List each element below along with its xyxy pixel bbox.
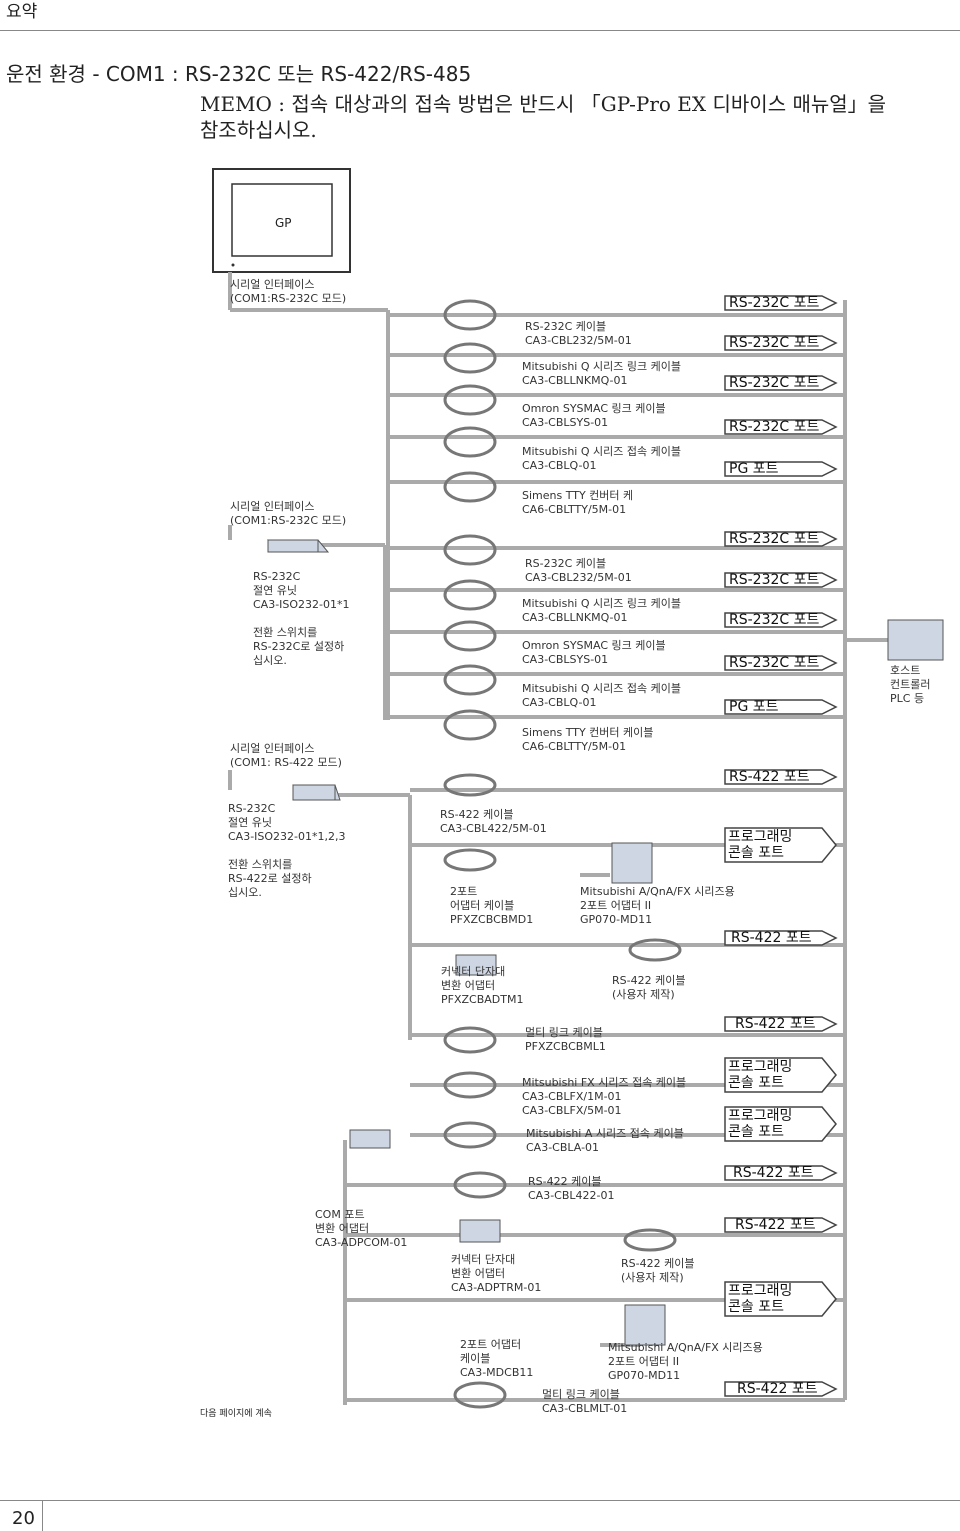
cable-label: 커넥터 단자대 변환 어댑터 PFXZCBADTM1: [441, 965, 524, 1006]
cable-label: 커넥터 단자대 변환 어댑터 CA3-ADPTRM-01: [451, 1253, 542, 1294]
port-label: RS-422 포트: [731, 930, 812, 946]
port-label: RS-232C 포트: [729, 419, 820, 435]
cable-label: Mitsubishi Q 시리즈 접속 케이블 CA3-CBLQ-01: [522, 445, 681, 472]
gp-label: GP: [275, 216, 292, 230]
port-label: PG 포트: [729, 699, 779, 715]
cable-label: Mitsubishi A/QnA/FX 시리즈용 2포트 어댑터 II GP07…: [608, 1341, 763, 1382]
section-title: 요약: [6, 2, 38, 22]
cable-label: RS-232C 케이블 CA3-CBL232/5M-01: [525, 320, 632, 347]
port-label: PG 포트: [729, 461, 779, 477]
cable-label: Simens TTY 컨버터 케이블 CA6-CBLTTY/5M-01: [522, 726, 654, 753]
isolation-unit-label-1: RS-232C 절연 유닛 CA3-ISO232-01*1 전환 스위치를 RS…: [253, 570, 350, 667]
port-label: RS-422 포트: [735, 1016, 816, 1032]
memo-text: MEMO : 접속 대상과의 접속 방법은 반드시 「GP-Pro EX 디바이…: [200, 92, 887, 116]
memo-text-cont: 참조하십시오.: [200, 118, 317, 142]
cable-label: Mitsubishi Q 시리즈 접속 케이블 CA3-CBLQ-01: [522, 682, 681, 709]
operating-environment: 운전 환경 - COM1 : RS-232C 또는 RS-422/RS-485: [6, 62, 472, 86]
serial-interface-label-3: 시리얼 인터페이스 (COM1: RS-422 모드): [230, 742, 342, 769]
port-label: RS-232C 포트: [729, 572, 820, 588]
header-divider: [0, 30, 960, 31]
port-label: RS-422 포트: [735, 1217, 816, 1233]
cable-label: Mitsubishi A 시리즈 접속 케이블 CA3-CBLA-01: [526, 1127, 684, 1154]
host-controller-label: 호스트 컨트롤러 PLC 등: [890, 664, 931, 705]
cable-label: Mitsubishi FX 시리즈 접속 케이블 CA3-CBLFX/1M-01…: [522, 1076, 687, 1117]
port-label: RS-232C 포트: [729, 655, 820, 671]
cable-label: 멀티 링크 케이블 CA3-CBLMLT-01: [542, 1388, 628, 1415]
port-label: RS-232C 포트: [729, 295, 820, 311]
port-label: RS-232C 포트: [729, 531, 820, 547]
cable-label: RS-422 케이블 CA3-CBL422-01: [528, 1175, 615, 1202]
page-number: 20: [12, 1508, 35, 1529]
port-label: RS-422 포트: [733, 1165, 814, 1181]
isolation-unit-label-2: RS-232C 절연 유닛 CA3-ISO232-01*1,2,3 전환 스위치…: [228, 802, 346, 899]
port-label: RS-232C 포트: [729, 335, 820, 351]
cable-label: RS-422 케이블 CA3-CBL422/5M-01: [440, 808, 547, 835]
cable-label: Omron SYSMAC 링크 케이블 CA3-CBLSYS-01: [522, 402, 666, 429]
cable-label: 멀티 링크 케이블 PFXZCBCBML1: [525, 1026, 606, 1053]
cable-label: RS-422 케이블 (사용자 제작): [621, 1257, 695, 1284]
port-label: 프로그래밍 콘솔 포트: [728, 1108, 793, 1140]
port-label: 프로그래밍 콘솔 포트: [728, 1283, 793, 1315]
port-label: RS-232C 포트: [729, 375, 820, 391]
cable-label: Simens TTY 컨버터 케 CA6-CBLTTY/5M-01: [522, 489, 634, 516]
continued-note: 다음 페이지에 계속: [200, 1409, 272, 1419]
cable-label: Mitsubishi Q 시리즈 링크 케이블 CA3-CBLLNKMQ-01: [522, 597, 681, 624]
port-label: 프로그래밍 콘솔 포트: [728, 1059, 793, 1091]
serial-interface-label-1: 시리얼 인터페이스 (COM1:RS-232C 모드): [230, 278, 347, 305]
footer-tick: [42, 1500, 43, 1531]
cable-label: 2포트 어댑터 케이블 PFXZCBCBMD1: [450, 885, 534, 926]
cable-label: RS-422 케이블 (사용자 제작): [612, 974, 686, 1001]
cable-label: RS-232C 케이블 CA3-CBL232/5M-01: [525, 557, 632, 584]
cable-label: Omron SYSMAC 링크 케이블 CA3-CBLSYS-01: [522, 639, 666, 666]
cable-label: Mitsubishi A/QnA/FX 시리즈용 2포트 어댑터 II GP07…: [580, 885, 735, 926]
cable-label: 2포트 어댑터 케이블 CA3-MDCB11: [460, 1338, 534, 1379]
port-label: RS-422 포트: [737, 1381, 818, 1397]
serial-interface-label-2: 시리얼 인터페이스 (COM1:RS-232C 모드): [230, 500, 347, 527]
footer-divider: [0, 1500, 960, 1501]
com-port-adapter-label: COM 포트 변환 어댑터 CA3-ADPCOM-01: [315, 1208, 408, 1249]
cable-label: Mitsubishi Q 시리즈 링크 케이블 CA3-CBLLNKMQ-01: [522, 360, 681, 387]
gp-screen: [231, 183, 333, 257]
port-label: 프로그래밍 콘솔 포트: [728, 829, 793, 861]
port-label: RS-422 포트: [729, 769, 810, 785]
port-label: RS-232C 포트: [729, 612, 820, 628]
